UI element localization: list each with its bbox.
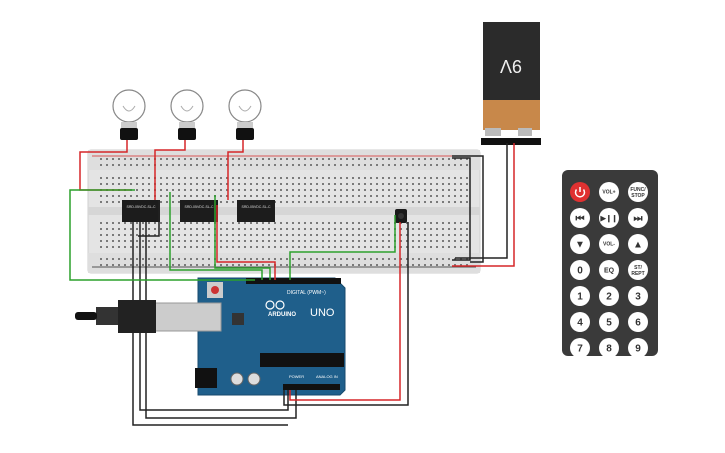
remote-key-vol-[interactable]: VOL-	[599, 234, 619, 254]
remote-key-label: 5	[606, 317, 612, 328]
remote-key-label: VOL+	[602, 190, 615, 196]
usb-cable[interactable]	[75, 300, 156, 333]
bulb-3[interactable]	[228, 89, 262, 140]
remote-key-label: 8	[606, 343, 612, 354]
remote-key-label: 9	[635, 343, 641, 354]
remote-key-label: 4	[577, 317, 583, 328]
remote-key-label: VOL-	[603, 242, 615, 248]
remote-key-label: ▶❙❙	[599, 214, 617, 222]
remote-key-9[interactable]: 9	[628, 338, 648, 358]
remote-key-label: ⏮	[576, 213, 585, 224]
remote-key-label: 6	[635, 317, 641, 328]
remote-key-2[interactable]: 2	[599, 286, 619, 306]
remote-key-eq[interactable]: EQ	[599, 260, 619, 280]
remote-key-label: ▼	[575, 239, 585, 250]
remote-key-label: 0	[577, 265, 583, 276]
remote-key-4[interactable]: 4	[570, 312, 590, 332]
battery-9v[interactable]: 9V	[481, 22, 541, 145]
remote-key-3[interactable]: 3	[628, 286, 648, 306]
remote-key-label: 2	[606, 291, 612, 302]
remote-key--[interactable]: ▼	[570, 234, 590, 254]
remote-key--[interactable]: ⏭	[628, 208, 648, 228]
relay-3[interactable]: SRD-05VDC-SL-C	[237, 200, 275, 222]
remote-key-label: 3	[635, 291, 641, 302]
arduino-brand: ARDUINO	[268, 312, 296, 318]
remote-key-st-rept[interactable]: ST/REPT	[628, 260, 648, 280]
ir-remote[interactable]: VOL+ FUNC/STOP ⏮ ▶❙❙ ⏭ ▼ VOL- ▲ 0 EQ ST/REPT 1 2 3 4 5 6…	[562, 170, 658, 358]
arduino-logo-icon	[265, 300, 285, 310]
remote-key-label: ▲	[633, 239, 643, 250]
remote-key--[interactable]: ⏮	[570, 208, 590, 228]
remote-key-power[interactable]	[570, 182, 590, 202]
arduino-uno[interactable]: DIGITAL (PWM~) ARDUINO UNO POWER ANALOG …	[152, 277, 346, 396]
remote-key-7[interactable]: 7	[570, 338, 590, 358]
bulb-1[interactable]	[112, 89, 146, 140]
remote-key-vol-[interactable]: VOL+	[599, 182, 619, 202]
remote-key-6[interactable]: 6	[628, 312, 648, 332]
ir-receiver[interactable]	[395, 209, 407, 223]
remote-key-label: 7	[577, 343, 583, 354]
remote-key-label: EQ	[604, 267, 615, 274]
battery-label: 9V	[500, 56, 522, 76]
remote-key-label: ST/	[634, 265, 642, 271]
remote-key-0[interactable]: 0	[570, 260, 590, 280]
remote-key-func-stop[interactable]: FUNC/STOP	[628, 182, 648, 202]
remote-key--[interactable]: ▲	[628, 234, 648, 254]
remote-key-1[interactable]: 1	[570, 286, 590, 306]
remote-key--[interactable]: ▶❙❙	[599, 208, 619, 228]
remote-key-label: 1	[577, 291, 583, 302]
remote-key-label: STOP	[631, 193, 645, 199]
remote-key-8[interactable]: 8	[599, 338, 619, 358]
bulb-2[interactable]	[170, 89, 204, 140]
remote-key-label: FUNC/	[630, 187, 646, 193]
relay-1-label: SRD-05VDC-SL-C	[127, 205, 156, 209]
arduino-model: UNO	[310, 307, 335, 319]
arduino-digital-label: DIGITAL (PWM~)	[287, 290, 326, 296]
relay-1[interactable]: SRD-05VDC-SL-C	[122, 200, 160, 222]
wires	[69, 140, 515, 426]
relay-2[interactable]: SRD-05VDC-SL-C	[180, 200, 218, 222]
remote-keypad[interactable]: VOL+ FUNC/STOP ⏮ ▶❙❙ ⏭ ▼ VOL- ▲ 0 EQ ST/REPT 1 2 3 4 5 6…	[570, 182, 648, 358]
remote-key-label: ⏭	[634, 213, 643, 224]
relay-2-label: SRD-05VDC-SL-C	[185, 205, 214, 209]
arduino-power-label: POWER	[289, 374, 304, 379]
relay-3-label: SRD-05VDC-SL-C	[242, 205, 271, 209]
remote-key-label: REPT	[631, 271, 644, 277]
remote-key-5[interactable]: 5	[599, 312, 619, 332]
arduino-analog-label: ANALOG IN	[316, 374, 338, 379]
power-icon	[574, 187, 586, 198]
